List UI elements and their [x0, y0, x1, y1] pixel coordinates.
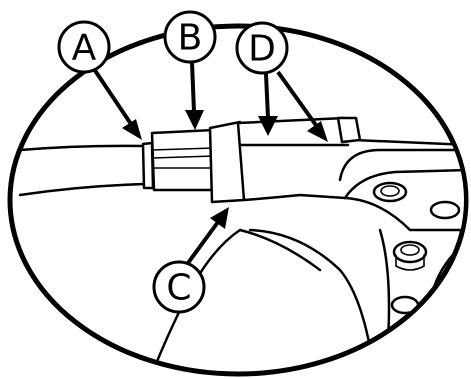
arrowhead-d-right: [307, 121, 328, 142]
handlebar-upper-edge: [18, 144, 147, 152]
bushing-line-top: [151, 147, 215, 151]
callout-b: B: [163, 10, 217, 64]
lever-illustration: [18, 116, 464, 372]
bushing-line-mid: [152, 155, 215, 159]
callout-b-label: B: [178, 18, 203, 59]
callout-a-label: A: [72, 28, 97, 69]
arrowhead-d-left: [258, 116, 278, 136]
callout-a: A: [57, 20, 111, 74]
leader-a: [92, 67, 135, 129]
handlebar-lower-edge: [18, 182, 147, 197]
lower-bolt-1-shank: [395, 254, 425, 271]
top-bolt-outer: [372, 181, 408, 203]
arrowhead-b: [185, 110, 204, 130]
top-bolt-inner: [380, 185, 400, 197]
leader-d-right: [276, 70, 320, 130]
lower-bolt-1-inner: [400, 244, 420, 256]
callout-c: C: [152, 260, 206, 314]
leader-d-left: [264, 73, 270, 119]
leader-b: [190, 61, 196, 113]
oval-frame: [7, 23, 469, 377]
callout-c-label: C: [166, 268, 191, 309]
arrowhead-a: [122, 119, 142, 140]
arrowhead-c: [210, 207, 229, 229]
lever-blade-inner: [238, 228, 322, 272]
clamp-tab: [336, 116, 362, 144]
callout-d: D: [235, 21, 289, 75]
bushing: [150, 128, 218, 192]
callout-d-label: D: [248, 29, 276, 70]
right-bolt: [429, 200, 461, 220]
lever-blade-right: [248, 228, 377, 372]
leader-c: [186, 220, 220, 265]
clamp-housing-inner: [343, 168, 464, 200]
clamp-housing: [338, 148, 464, 182]
